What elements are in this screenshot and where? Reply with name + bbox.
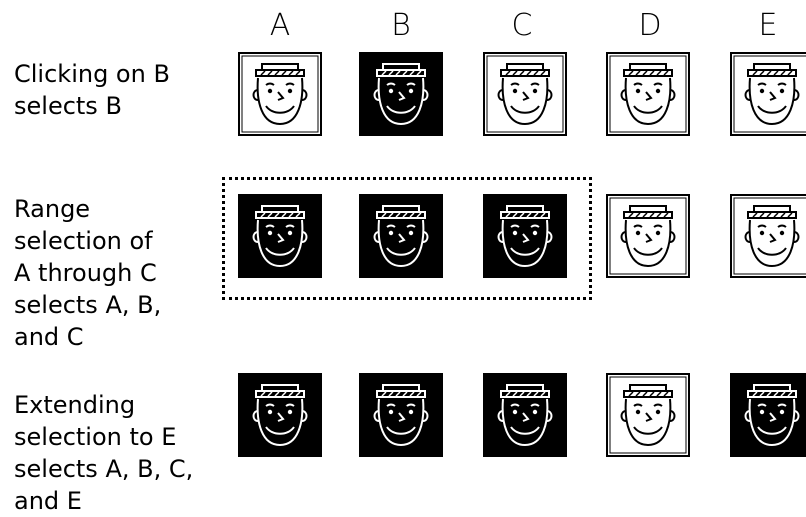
face-with-hat-icon[interactable]	[238, 373, 322, 457]
face-with-hat-icon[interactable]	[238, 194, 322, 278]
face-with-hat-icon[interactable]	[483, 194, 567, 278]
face-with-hat-icon[interactable]	[483, 373, 567, 457]
face-with-hat-icon[interactable]	[359, 52, 443, 136]
face-with-hat-icon[interactable]	[730, 373, 806, 457]
row-3-description: Extending selection to E selects A, B, C…	[14, 391, 194, 515]
face-with-hat-icon[interactable]	[483, 52, 567, 136]
column-label-d: D	[638, 8, 662, 43]
column-label-b: B	[391, 8, 411, 43]
face-with-hat-icon[interactable]	[359, 373, 443, 457]
column-label-c: C	[511, 8, 533, 43]
row-2-description: Range selection of A through C selects A…	[14, 195, 162, 351]
face-with-hat-icon[interactable]	[359, 194, 443, 278]
row-1-description: Clicking on B selects B	[14, 60, 170, 120]
face-with-hat-icon[interactable]	[606, 373, 690, 457]
range-selection-marquee	[222, 177, 592, 300]
face-with-hat-icon[interactable]	[606, 194, 690, 278]
column-label-e: E	[758, 8, 778, 43]
face-with-hat-icon[interactable]	[606, 52, 690, 136]
face-with-hat-icon[interactable]	[730, 52, 806, 136]
face-with-hat-icon[interactable]	[238, 52, 322, 136]
column-label-a: A	[269, 8, 291, 43]
face-with-hat-icon[interactable]	[730, 194, 806, 278]
